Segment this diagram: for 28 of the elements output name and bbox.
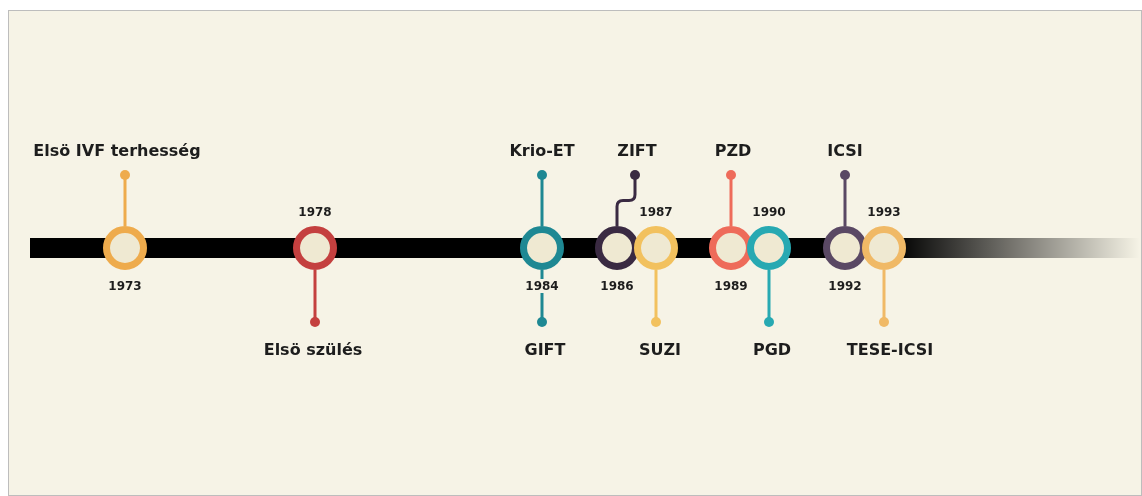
event-label: Elsö IVF terhesség [33, 141, 201, 170]
event-label: Krio-ET [509, 141, 575, 170]
event-label: PZD [714, 141, 752, 170]
pin-line [726, 170, 736, 226]
pin-line [615, 170, 640, 226]
event-label: SUZI [638, 327, 682, 360]
year-label: 1989 [713, 279, 749, 293]
year-label: 1993 [866, 205, 902, 219]
pin-line [537, 170, 547, 226]
event-label: GIFT [524, 327, 566, 360]
year-label: 1973 [107, 279, 143, 293]
event-label: ICSI [827, 141, 863, 170]
year-label: 1987 [638, 205, 674, 219]
pin-line [651, 270, 661, 327]
event-label: TESE-ICSI [846, 327, 934, 360]
event-label: PGD [752, 327, 792, 360]
year-label: 1992 [827, 279, 863, 293]
pin-line [764, 270, 774, 327]
pin-line [120, 170, 130, 226]
pin-line [879, 270, 889, 327]
pin-line [840, 170, 850, 226]
year-label: 1978 [297, 205, 333, 219]
year-label: 1990 [751, 205, 787, 219]
event-label: Elsö szülés [263, 327, 363, 360]
year-label: 1986 [599, 279, 635, 293]
year-label: 1984 [524, 279, 560, 293]
pin-line [310, 270, 320, 327]
event-label: ZIFT [617, 141, 657, 170]
